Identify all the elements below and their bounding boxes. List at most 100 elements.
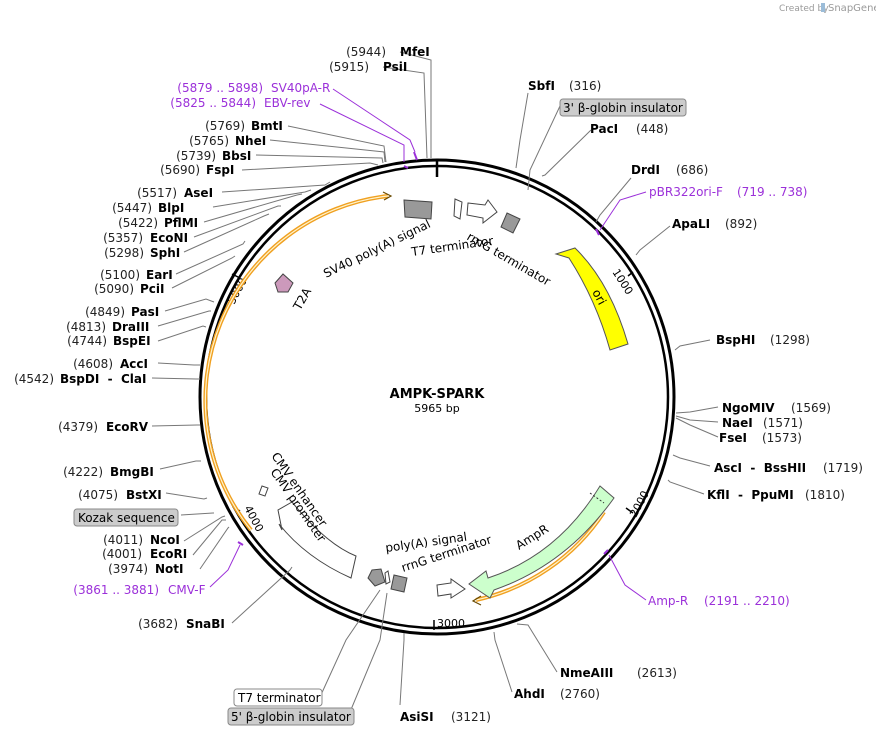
- leaders-right: [493, 92, 719, 693]
- primer-name[interactable]: SV40pA-R: [271, 81, 330, 95]
- primer-labels: (5879 .. 5898) SV40pA-R (5825 .. 5844) EBV-…: [73, 81, 807, 608]
- boxed-feature-kozak[interactable]: Kozak sequence: [73, 508, 179, 527]
- polya-signal-feature[interactable]: [367, 568, 386, 587]
- rrng-terminator-bottom-feature[interactable]: [436, 578, 466, 599]
- site-right-name[interactable]: PacI: [590, 122, 618, 136]
- cmv-promoter-feature[interactable]: [258, 485, 269, 497]
- boxed-feature-5-globin-text: 5' β-globin insulator: [231, 710, 351, 724]
- rrng-terminator-top-box[interactable]: [500, 212, 521, 234]
- site-left-pos: (5422): [118, 216, 158, 230]
- site-left-pos: (4075): [78, 488, 118, 502]
- site-left-name[interactable]: PsiI: [383, 60, 407, 74]
- site-right-pos: (892): [725, 217, 757, 231]
- rrng-terminator-top-label: rrnG terminator: [465, 229, 553, 288]
- site-left-pos: (4222): [63, 465, 103, 479]
- site-left-name[interactable]: DraIII: [112, 320, 149, 334]
- credit-text: Created by: [779, 4, 829, 14]
- plasmid-name: AMPK-SPARK: [390, 387, 486, 402]
- ori-feature[interactable]: [554, 247, 629, 351]
- boxed-feature-t7-text: T7 terminator: [237, 691, 321, 705]
- site-left-name[interactable]: PasI: [131, 305, 159, 319]
- site-left-name[interactable]: EcoRI: [150, 547, 187, 561]
- site-right-name[interactable]: KflI - PpuMI: [707, 488, 794, 502]
- primer-range: (2191 .. 2210): [704, 594, 790, 608]
- site-left-name[interactable]: BspEI: [113, 334, 151, 348]
- site-right-name[interactable]: FseI: [719, 431, 747, 445]
- site-left-pos: (3682): [138, 617, 178, 631]
- rrng-terminator-top-feature[interactable]: [466, 199, 498, 225]
- ori-label: ori: [589, 287, 609, 307]
- cmv-enhancer-feature[interactable]: [277, 501, 357, 579]
- site-left-pos: (4849): [85, 305, 125, 319]
- primer-name[interactable]: Amp-R: [648, 594, 688, 608]
- tick-4000: 4000: [241, 503, 266, 534]
- site-left-pos: (5298): [104, 246, 144, 260]
- site-left-name[interactable]: NheI: [235, 134, 266, 148]
- primer-range: (5825 .. 5844): [170, 96, 256, 110]
- site-left-pos: (5447): [112, 201, 152, 215]
- site-left-pos: (3974): [108, 562, 148, 576]
- site-left-name[interactable]: AccI: [120, 357, 148, 371]
- site-right-name[interactable]: NaeI: [722, 416, 753, 430]
- site-right-name[interactable]: AhdI: [514, 687, 545, 701]
- site-left-name[interactable]: BmgBI: [110, 465, 154, 479]
- site-right-name[interactable]: ApaLI: [672, 217, 710, 231]
- primer-range: (5879 .. 5898): [177, 81, 263, 95]
- site-left-name[interactable]: BmtI: [251, 119, 283, 133]
- primer-name[interactable]: pBR322ori-F: [649, 185, 723, 199]
- snapgene-logo-icon: [821, 3, 825, 12]
- site-left-name[interactable]: PflMI: [164, 216, 198, 230]
- site-labels-right: SbfI(316)PacI(448)DrdI(686)ApaLI(892)Bsp…: [400, 79, 863, 724]
- site-right-name[interactable]: NgoMIV: [722, 401, 775, 415]
- site-left-name[interactable]: EarI: [146, 268, 173, 282]
- site-left-pos: (4813): [66, 320, 106, 334]
- site-right-pos: (2613): [637, 666, 677, 680]
- site-left-pos: (4001): [102, 547, 142, 561]
- site-left-pos: (5739): [176, 149, 216, 163]
- site-left-pos: (4011): [103, 533, 143, 547]
- ampr-feature[interactable]: [468, 485, 615, 599]
- site-left-pos: (5100): [100, 268, 140, 282]
- site-left-name[interactable]: EcoRV: [106, 420, 149, 434]
- rrng-terminator-bottom-box[interactable]: [390, 574, 408, 593]
- boxed-feature-3-globin[interactable]: 3' β-globin insulator: [559, 98, 687, 117]
- sv40-polya-feature[interactable]: [403, 199, 433, 220]
- t7-terminator-top-feature[interactable]: [453, 198, 463, 220]
- site-right-name[interactable]: BspHI: [716, 333, 755, 347]
- site-left-pos: (5944): [346, 45, 386, 59]
- site-right-name[interactable]: SbfI: [528, 79, 555, 93]
- orf-arrow-head: [382, 191, 393, 201]
- site-left-name[interactable]: AseI: [184, 186, 213, 200]
- site-left-name[interactable]: EcoNI: [150, 231, 188, 245]
- t7-terminator-bottom-feature[interactable]: [384, 570, 391, 585]
- boxed-feature-t7-terminator[interactable]: T7 terminator: [233, 688, 323, 707]
- site-right-name[interactable]: AsiSI: [400, 710, 434, 724]
- site-left-pos: (5357): [103, 231, 143, 245]
- site-left-name[interactable]: SphI: [150, 246, 180, 260]
- site-left-name[interactable]: NcoI: [150, 533, 180, 547]
- primer-name[interactable]: EBV-rev: [264, 96, 310, 110]
- site-left-pos: (5769): [205, 119, 245, 133]
- site-left-name[interactable]: BlpI: [158, 201, 184, 215]
- site-left-name[interactable]: MfeI: [400, 45, 430, 59]
- site-right-pos: (3121): [451, 710, 491, 724]
- site-left-name[interactable]: BstXI: [126, 488, 162, 502]
- site-left-name[interactable]: SnaBI: [186, 617, 225, 631]
- t2a-label: T2A: [290, 285, 315, 314]
- site-right-name[interactable]: AscI - BssHII: [714, 461, 806, 475]
- site-left-name[interactable]: FspI: [206, 163, 234, 177]
- site-right-pos: (686): [676, 163, 708, 177]
- site-left-name[interactable]: BbsI: [222, 149, 251, 163]
- site-left-name[interactable]: BspDI - ClaI: [60, 372, 146, 386]
- boxed-feature-5-globin[interactable]: 5' β-globin insulator: [227, 707, 355, 726]
- site-left-name[interactable]: PciI: [140, 282, 165, 296]
- primer-name[interactable]: CMV-F: [168, 583, 206, 597]
- primer-marks: [237, 151, 609, 555]
- site-left-name[interactable]: NotI: [155, 562, 184, 576]
- t2a-feature[interactable]: [274, 273, 294, 293]
- boxed-feature-kozak-text: Kozak sequence: [78, 511, 175, 525]
- site-right-pos: (1573): [762, 431, 802, 445]
- site-right-name[interactable]: NmeAIII: [560, 666, 613, 680]
- site-right-name[interactable]: DrdI: [631, 163, 660, 177]
- primer-range: (719 .. 738): [737, 185, 807, 199]
